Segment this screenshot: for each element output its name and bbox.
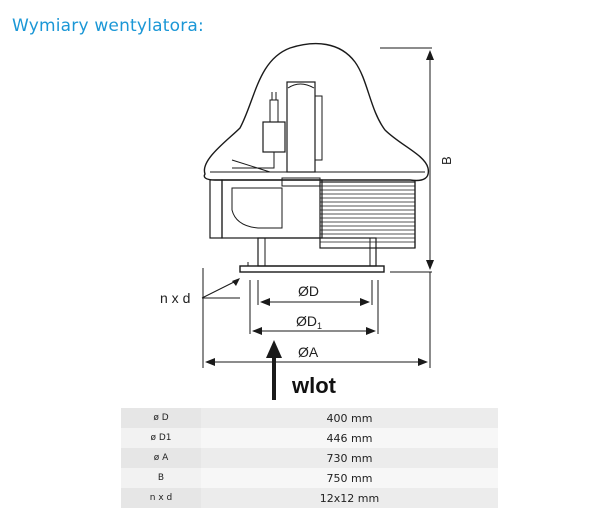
label-b: B [439,156,454,165]
spec-value: 446 mm [201,428,498,448]
label-d1: ØD1 [296,313,322,331]
table-row: B 750 mm [121,468,498,488]
spec-value: 750 mm [201,468,498,488]
table-row: ø D 400 mm [121,408,498,428]
label-d: ØD [298,283,319,299]
page-title: Wymiary wentylatora: [12,16,204,36]
spec-label: ø D1 [121,428,201,448]
spec-value: 400 mm [201,408,498,428]
label-a: ØA [298,344,319,360]
label-nxd: n x d [160,290,190,306]
impeller-housing [209,179,223,239]
label-inlet: wlot [291,373,337,398]
spec-label: B [121,468,201,488]
table-row: ø A 730 mm [121,448,498,468]
spec-value: 730 mm [201,448,498,468]
base-plate [239,265,385,273]
spec-label: ø A [121,448,201,468]
table-row: ø D1 446 mm [121,428,498,448]
spec-label: n x d [121,488,201,508]
inlet-arrow [266,340,282,400]
spec-value: 12x12 mm [201,488,498,508]
specs-table: ø D 400 mm ø D1 446 mm ø A 730 mm B 750 … [121,408,498,508]
spec-label: ø D [121,408,201,428]
terminal-box [262,121,286,153]
motor-body [286,81,316,173]
fan-hood [203,42,430,182]
table-row: n x d 12x12 mm [121,488,498,508]
fan-dimension-drawing: n x d ØD ØD1 ØA B wlot [160,42,454,400]
